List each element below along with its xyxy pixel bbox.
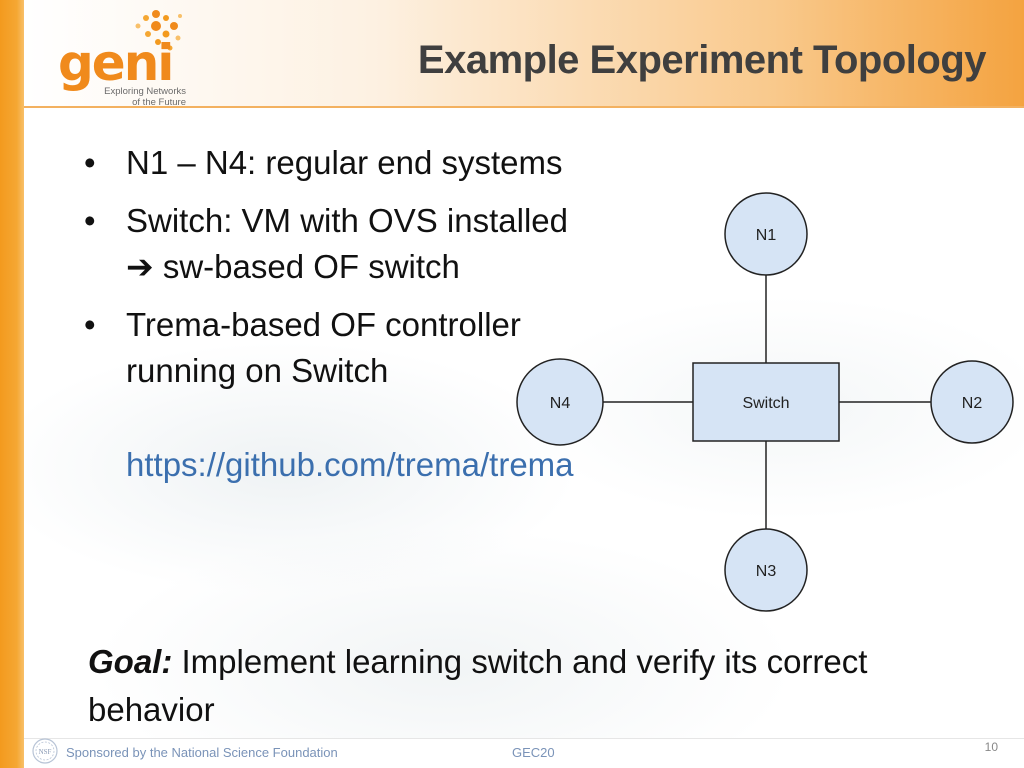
page-number: 10 [984, 740, 998, 754]
node-n1-label: N1 [756, 227, 777, 244]
bullet-dot: • [84, 202, 96, 239]
logo-tagline-line1: Exploring Networks [104, 86, 186, 97]
header-band [24, 0, 1024, 107]
bullet-list: • N1 – N4: regular end systems • Switch:… [84, 140, 568, 406]
node-n2-label: N2 [962, 395, 983, 412]
bullet-subtext: ➔ sw-based OF switch [126, 248, 460, 285]
logo-tagline-line2: of the Future [132, 97, 186, 108]
nsf-seal-text: NSF [39, 748, 52, 756]
node-n3-label: N3 [756, 563, 777, 580]
event-label: GEC20 [512, 745, 555, 760]
node-switch-label: Switch [742, 395, 789, 412]
bullet-text: Switch: VM with OVS installed [126, 202, 568, 239]
left-accent-bar [0, 0, 24, 768]
bullet-subtext: running on Switch [126, 352, 389, 389]
geni-logo: geni Exploring Networks of the Future [52, 8, 192, 108]
node-n4-label: N4 [550, 395, 571, 412]
topology-diagram: N1 N2 N3 N4 Switch [516, 192, 1014, 612]
bullet-dot: • [84, 144, 96, 181]
goal-text: Implement learning switch and verify its… [88, 643, 868, 728]
logo-tagline: Exploring Networks of the Future [86, 86, 186, 108]
header-divider [24, 106, 1024, 108]
logo-dots-icon [135, 10, 182, 51]
bullet-item: • Switch: VM with OVS installed ➔ sw-bas… [84, 198, 568, 290]
logo-wordmark: geni [58, 34, 174, 92]
bullet-text: N1 – N4: regular end systems [126, 144, 563, 181]
node-n4: N4 [516, 358, 604, 446]
goal-label: Goal: [88, 643, 173, 680]
trema-github-link[interactable]: https://github.com/trema/trema [126, 446, 574, 483]
node-n3: N3 [724, 528, 808, 612]
footer-divider [24, 738, 1024, 739]
bullet-dot: • [84, 306, 96, 343]
nsf-seal-icon: NSF [32, 738, 58, 764]
bullet-text: Trema-based OF controller [126, 306, 521, 343]
goal-statement: Goal: Implement learning switch and veri… [88, 638, 948, 734]
sponsor-text: Sponsored by the National Science Founda… [66, 745, 338, 760]
node-switch: Switch [692, 362, 840, 442]
node-n2: N2 [930, 360, 1014, 444]
bullet-item: • N1 – N4: regular end systems [84, 140, 568, 186]
bullet-item: • Trema-based OF controller running on S… [84, 302, 568, 394]
slide-title: Example Experiment Topology [417, 38, 987, 82]
node-n1: N1 [724, 192, 808, 276]
